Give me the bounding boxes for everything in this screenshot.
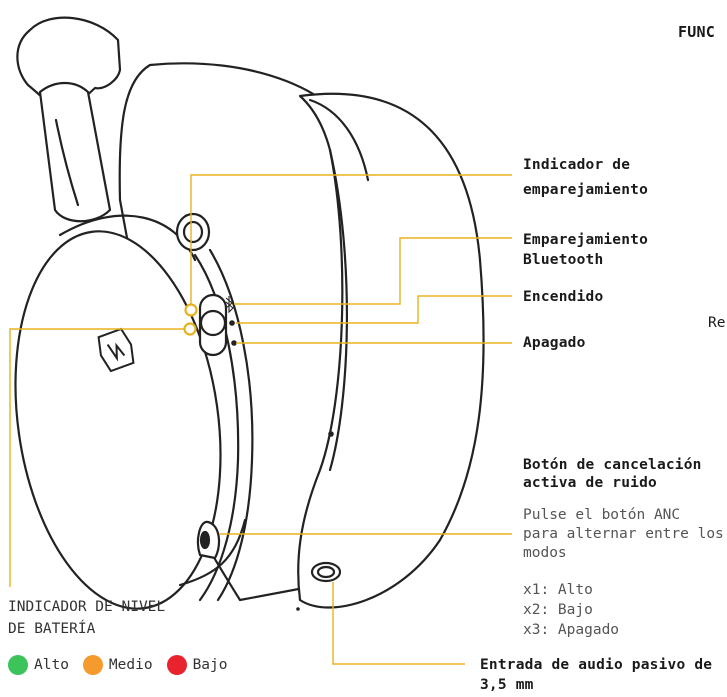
pairing-led [184, 303, 198, 317]
label-anc-button-1: Botón de cancelación [523, 457, 702, 473]
legend-label: Alto [34, 657, 69, 673]
ear-cushion [297, 92, 485, 609]
battery-legend: Alto Medio Bajo [8, 655, 242, 675]
leader-power-on [236, 295, 512, 324]
battery-title-1: INDICADOR DE NIVEL [8, 599, 166, 615]
label-pairing-indicator-1: Indicador de [523, 157, 631, 173]
bluetooth-icon [225, 296, 234, 314]
legend-item-medio: Medio [82, 655, 153, 675]
battery-led [183, 322, 197, 336]
legend-item-bajo: Bajo [166, 655, 228, 675]
anc-mode-1: x1: Alto [523, 582, 593, 598]
leader-battery [9, 328, 184, 587]
label-bt-pairing-1: Emparejamiento [523, 232, 649, 248]
anc-desc-2: para alternar entre los [523, 526, 724, 542]
anc-desc-3: modos [523, 545, 567, 561]
legend-item-alto: Alto [8, 655, 69, 675]
label-power-off: Apagado [523, 335, 586, 351]
legend-label: Medio [108, 657, 153, 673]
label-pairing-indicator-2: emparejamiento [523, 182, 649, 198]
battery-title-2: DE BATERÍA [8, 621, 96, 637]
label-audio-input-2: 3,5 mm [480, 677, 534, 693]
label-audio-input-1: Entrada de audio pasivo de [480, 657, 713, 673]
green-dot-icon [8, 655, 28, 675]
label-anc-button-2: activa de ruido [523, 475, 657, 491]
section-title: FUNC [678, 23, 715, 41]
anc-mode-3: x3: Apagado [523, 622, 620, 638]
earcup-face [14, 230, 222, 610]
label-power-on: Encendido [523, 289, 604, 305]
legend-label: Bajo [192, 657, 228, 673]
red-dot-icon [166, 655, 187, 675]
orange-dot-icon [82, 655, 103, 675]
side-text: Re [708, 315, 726, 331]
label-bt-pairing-2: Bluetooth [523, 252, 604, 268]
leader-pairing-indicator [190, 174, 512, 304]
leader-bt-pairing [234, 237, 512, 305]
leader-audio [332, 582, 465, 665]
anc-mode-2: x2: Bajo [523, 602, 593, 618]
anc-desc-1: Pulse el botón ANC [523, 507, 681, 523]
